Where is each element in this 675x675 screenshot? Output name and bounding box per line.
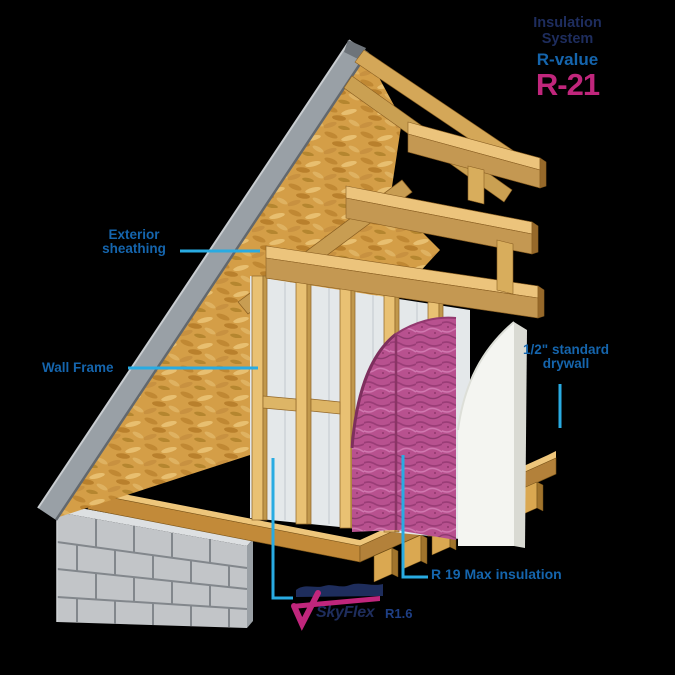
logo-brand-text: SkyFlex <box>316 604 375 621</box>
stud-blocking <box>262 395 297 412</box>
cmu-foundation-wall <box>56 505 253 628</box>
leader-lines <box>128 249 562 600</box>
header-block: Insulation System R-value R-21 <box>495 15 640 102</box>
callout-insulation: R 19 Max insulation <box>431 566 562 582</box>
beam-blocking <box>496 239 514 295</box>
leader-line-logo <box>271 458 293 600</box>
roof-rafters <box>265 49 547 319</box>
beam-blocking <box>467 165 485 205</box>
header-rvalue: R-21 <box>535 67 600 102</box>
callout-drywall-line1: 1/2" standard <box>523 342 609 357</box>
roof-osb-sheathing <box>56 50 440 518</box>
drywall-panel <box>457 321 527 548</box>
purlin-beam <box>407 121 547 189</box>
product-logo-mark <box>291 583 383 631</box>
logo-wave-band <box>296 583 383 597</box>
cmu-mortar-joints <box>56 519 248 627</box>
callout-drywall: 1/2" standard drywall <box>518 343 614 371</box>
purlin-beam <box>345 185 539 255</box>
callout-wall-frame: Wall Frame <box>42 360 114 375</box>
stud-blocking <box>310 398 341 415</box>
callout-exterior-sheathing-line2: sheathing <box>102 241 166 256</box>
callout-drywall-line2: drywall <box>542 356 590 371</box>
header-rvalue-label: R-value <box>536 50 599 69</box>
stud <box>295 281 312 525</box>
insulation-batts <box>350 316 457 540</box>
wall-top-plate-beam <box>265 245 545 319</box>
roof-edge-strip <box>37 39 370 521</box>
callout-exterior-sheathing: Exterior sheathing <box>88 228 180 256</box>
callout-exterior-sheathing-line1: Exterior <box>108 227 160 242</box>
logo-suffix-text: R1.6 <box>385 606 413 621</box>
header-title-line2: System <box>541 30 594 47</box>
header-title-line1: Insulation <box>533 15 602 31</box>
logo-check-mark <box>291 590 321 631</box>
leader-line-insulation <box>401 455 428 579</box>
